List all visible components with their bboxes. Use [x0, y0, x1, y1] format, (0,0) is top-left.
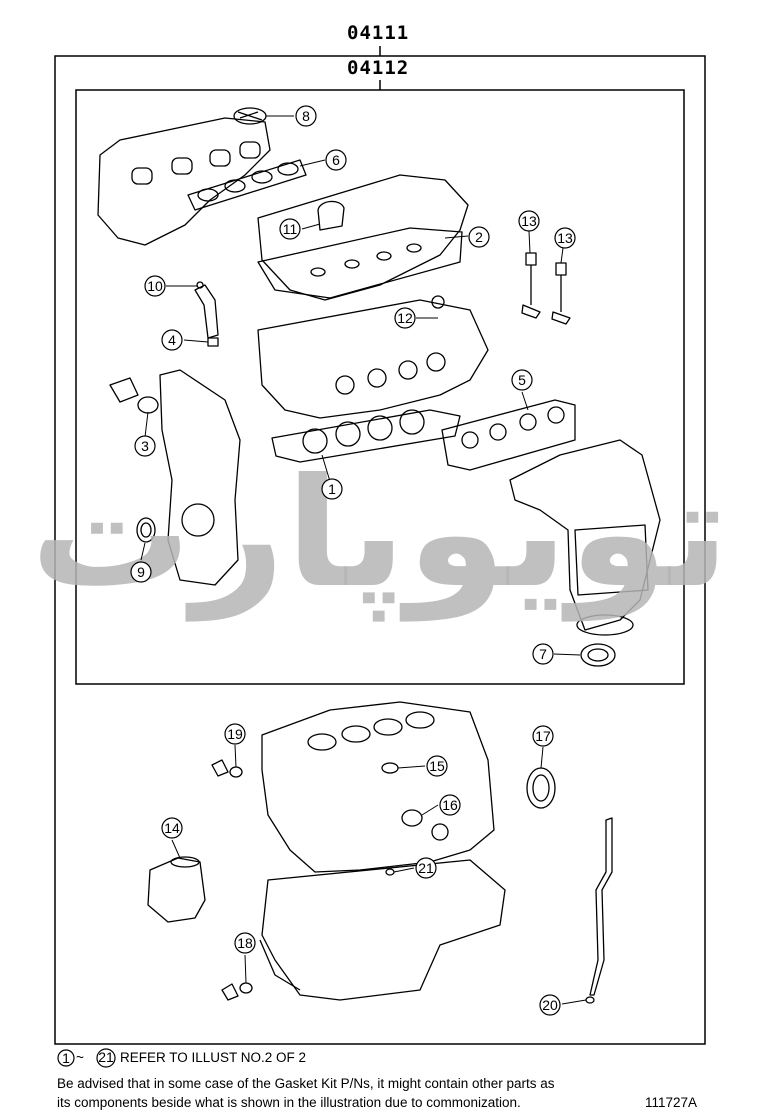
svg-text:21: 21: [418, 860, 434, 876]
outer-kit-frame: [54, 55, 706, 1045]
callout-7: 7: [532, 643, 554, 665]
callout-21: 21: [415, 857, 437, 879]
footer-note-line-1: Be advised that in some case of the Gask…: [57, 1076, 555, 1091]
callout-12: 12: [394, 307, 416, 329]
oil-pan: [259, 859, 506, 1001]
callout-2: 2: [468, 226, 490, 248]
cylinder-head-gasket: [271, 409, 461, 463]
callout-14: 14: [161, 817, 183, 839]
leader-line-9: [140, 542, 146, 561]
callout-20: 20: [539, 994, 561, 1016]
svg-text:12: 12: [397, 310, 413, 326]
cylinder-head-cover: [257, 174, 469, 301]
water-pump: [147, 856, 206, 923]
svg-text:8: 8: [302, 108, 310, 124]
leader-line-4: [183, 339, 209, 343]
exhaust-manifold-gasket: [441, 399, 576, 471]
leader-line-5: [521, 391, 529, 411]
oil-level-gauge-guide: [585, 817, 613, 1004]
svg-text:6: 6: [332, 152, 340, 168]
svg-text:3: 3: [141, 438, 149, 454]
exhaust-pipe-gasket: [580, 643, 616, 667]
leader-line-3: [144, 411, 149, 438]
callout-3: 3: [134, 435, 156, 457]
svg-text:9: 9: [137, 564, 145, 580]
callout-17: 17: [532, 725, 554, 747]
leader-line-18: [244, 954, 247, 984]
svg-text:21: 21: [98, 1049, 114, 1065]
svg-text:14: 14: [164, 820, 180, 836]
leader-line-13a: [528, 230, 531, 254]
oil-filler-cap-gasket: [233, 107, 267, 125]
svg-text:7: 7: [539, 646, 547, 662]
svg-text:18: 18: [237, 935, 253, 951]
svg-text:19: 19: [227, 726, 243, 742]
leader-line-7: [553, 653, 581, 656]
svg-text:4: 4: [168, 332, 176, 348]
callout-4: 4: [161, 329, 183, 351]
callout-16: 16: [439, 794, 461, 816]
footer-range-end-callout: 21: [96, 1048, 116, 1068]
leader-line-6: [299, 159, 326, 167]
callout-19: 19: [224, 723, 246, 745]
illustration-code: 111727A: [645, 1095, 698, 1110]
inner-kit-frame: [75, 89, 685, 685]
svg-text:11: 11: [283, 221, 298, 237]
leader-line-13b: [560, 247, 564, 264]
svg-text:1: 1: [62, 1050, 70, 1066]
callout-18: 18: [234, 932, 256, 954]
svg-text:13: 13: [557, 230, 573, 246]
leader-line-21: [393, 867, 415, 873]
callout-10: 10: [144, 275, 166, 297]
footer-range-text: REFER TO ILLUST NO.2 OF 2: [120, 1050, 307, 1065]
fuel-injector-seal: [194, 281, 219, 347]
small-plug-parts: [211, 759, 449, 1001]
leader-line-15: [397, 765, 426, 769]
callout-1: 1: [321, 478, 343, 500]
head-cover-gasket: [257, 227, 463, 299]
leader-line-14: [171, 839, 181, 859]
callout-6: 6: [325, 149, 347, 171]
svg-text:17: 17: [535, 728, 551, 744]
cylinder-head: [257, 295, 489, 419]
svg-text:1: 1: [328, 481, 336, 497]
callout-13a: 13: [518, 210, 540, 232]
callout-13b: 13: [554, 227, 576, 249]
callout-11: 11: [279, 218, 301, 240]
valve-stem-oil-seal: [521, 252, 571, 325]
intake-manifold-gasket: [187, 159, 307, 211]
callout-15: 15: [426, 755, 448, 777]
footer-range-separator: ~: [76, 1050, 84, 1065]
callout-8: 8: [295, 105, 317, 127]
svg-text:20: 20: [542, 997, 558, 1013]
footer-range-start-callout: 1: [57, 1049, 75, 1067]
svg-text:15: 15: [429, 758, 445, 774]
svg-text:16: 16: [442, 797, 458, 813]
cylinder-block: [261, 701, 495, 873]
exhaust-manifold-converter: [509, 439, 661, 636]
leader-line-16: [421, 804, 439, 816]
crankshaft-front-oil-seal: [136, 517, 156, 543]
leader-line-19: [234, 744, 237, 768]
svg-text:10: 10: [147, 278, 163, 294]
leader-line-11: [301, 223, 321, 230]
intake-manifold: [97, 117, 271, 246]
leader-line-20: [561, 999, 587, 1005]
callout-9: 9: [130, 561, 152, 583]
leader-line-2: [444, 235, 469, 239]
leader-line-17: [540, 746, 544, 769]
inner-kit-number: 04112: [347, 57, 410, 79]
watermark-logo: تویوپارت: [30, 447, 730, 622]
svg-text:5: 5: [518, 372, 526, 388]
svg-text:2: 2: [475, 229, 483, 245]
callout-5: 5: [511, 369, 533, 391]
outer-kit-number: 04111: [347, 22, 410, 44]
svg-text:13: 13: [521, 213, 537, 229]
footer-note-line-2: its components beside what is shown in t…: [57, 1095, 521, 1110]
crankshaft-rear-oil-seal: [526, 767, 556, 809]
